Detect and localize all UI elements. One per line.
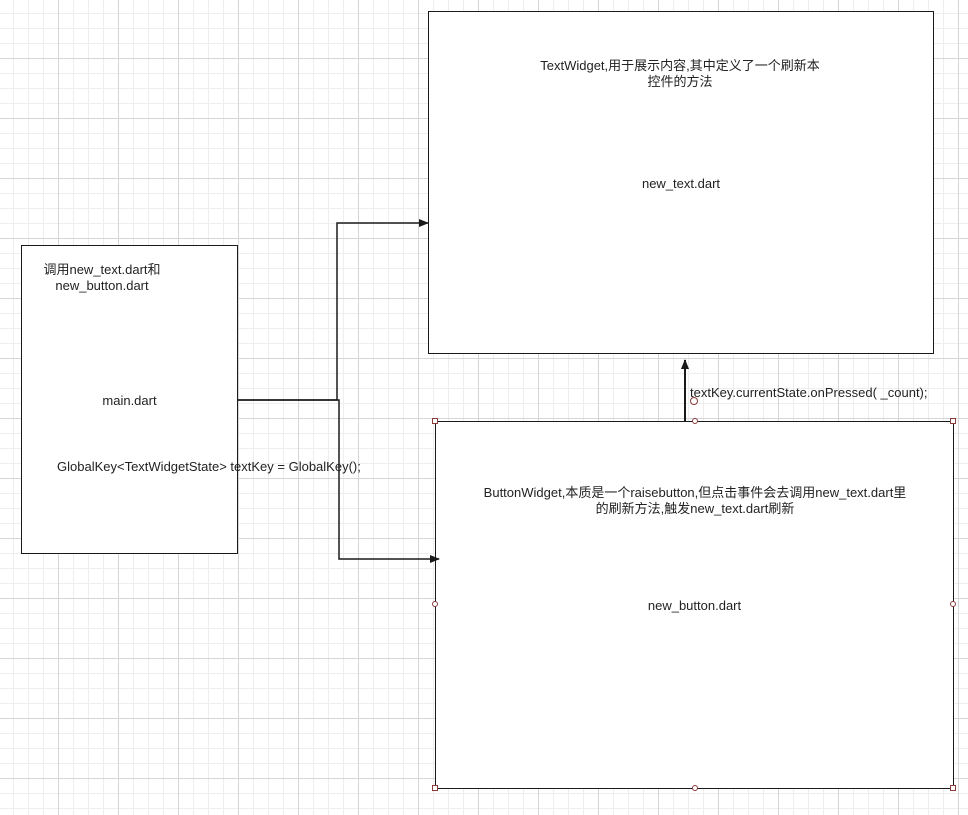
arrow-main-to-button[interactable]	[238, 399, 440, 563]
text-widget-note: TextWidget,用于展示内容,其中定义了一个刷新本 控件的方法	[450, 58, 910, 90]
resize-handle-top-center[interactable]	[692, 418, 698, 424]
new-text-dart-label: new_text.dart	[641, 176, 721, 191]
main-note: 调用new_text.dart和 new_button.dart	[22, 262, 182, 294]
main-note-line-1: 调用new_text.dart和	[43, 262, 161, 277]
new-button-dart-label: new_button.dart	[647, 598, 742, 613]
main-dart-label: main.dart	[102, 393, 157, 408]
main-dart-box[interactable]	[21, 245, 238, 554]
rotate-handle[interactable]	[690, 397, 698, 405]
resize-handle-middle-left[interactable]	[432, 601, 438, 607]
resize-handle-bottom-left[interactable]	[432, 785, 438, 791]
new-text-dart-box[interactable]	[428, 11, 934, 354]
text-widget-note-line-2: 控件的方法	[647, 74, 713, 89]
globalkey-code: GlobalKey<TextWidgetState> textKey = Glo…	[57, 459, 361, 474]
main-note-line-2: new_button.dart	[55, 278, 149, 293]
button-widget-note-line-2: 的刷新方法,触发new_text.dart刷新	[595, 501, 795, 516]
resize-handle-bottom-right[interactable]	[950, 785, 956, 791]
resize-handle-top-left[interactable]	[432, 418, 438, 424]
button-widget-note: ButtonWidget,本质是一个raisebutton,但点击事件会去调用n…	[450, 485, 940, 517]
text-widget-note-line-1: TextWidget,用于展示内容,其中定义了一个刷新本	[540, 58, 820, 73]
arrow-main-to-text[interactable]	[238, 219, 429, 401]
resize-handle-top-right[interactable]	[950, 418, 956, 424]
resize-handle-middle-right[interactable]	[950, 601, 956, 607]
resize-handle-bottom-center[interactable]	[692, 785, 698, 791]
button-widget-note-line-1: ButtonWidget,本质是一个raisebutton,但点击事件会去调用n…	[483, 485, 907, 500]
on-pressed-call-label: textKey.currentState.onPressed( _count);	[690, 385, 928, 400]
